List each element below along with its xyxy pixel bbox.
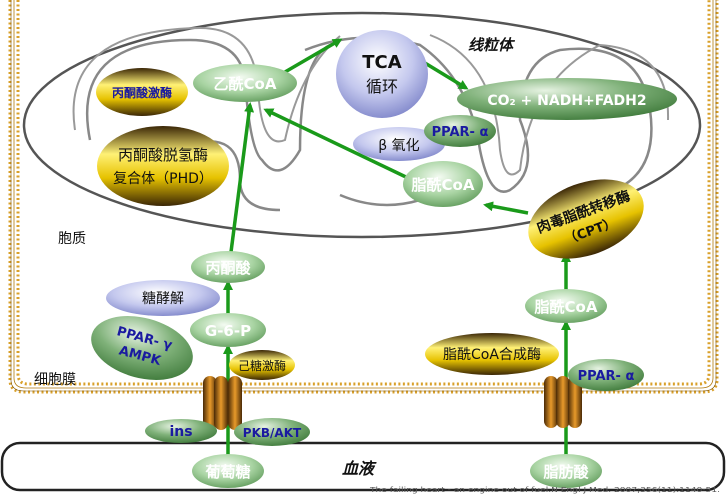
glucose-node xyxy=(192,454,264,488)
hexokinase-node xyxy=(229,350,295,380)
fatty-acid-label: 脂肪酸 xyxy=(543,463,589,481)
citation-text: The failing heart - an engine out of fue… xyxy=(369,486,720,494)
cell-membrane-label: 细胞膜 xyxy=(34,372,76,388)
tca-label-2: 循环 xyxy=(366,77,398,96)
beta-oxidation-label: β 氧化 xyxy=(378,138,419,154)
acetyl-coa-node xyxy=(193,64,297,102)
pyruvate-kinase-label: 丙酮酸激酶 xyxy=(112,85,172,100)
cell-membrane-line-a xyxy=(13,0,714,389)
arrow-pyruvate-acetyl xyxy=(229,102,255,253)
blood-label: 血液 xyxy=(342,459,377,478)
cell-membrane-line-b xyxy=(10,0,717,392)
acyl-coa-synthase-node xyxy=(425,333,559,375)
pyruvate-label: 丙酮酸 xyxy=(205,259,251,277)
beta-oxidation-node xyxy=(353,127,445,161)
ppar-gamma-node xyxy=(91,316,193,380)
fatty-acyl-coa-cyto-node xyxy=(525,289,607,323)
ppar-alpha-mito-label: PPAR- α xyxy=(432,125,489,140)
fatty-acyl-coa-cyto-label: 脂酰CoA xyxy=(535,298,598,316)
ppar-alpha-membrane-node xyxy=(568,359,644,391)
glucose-label: 葡萄糖 xyxy=(204,463,250,481)
ins-label: ins xyxy=(169,424,192,440)
cell-membrane-inner xyxy=(16,0,711,386)
arrow-acetyl-tca xyxy=(284,38,343,74)
g6p-node xyxy=(190,313,266,347)
pkb-akt-node xyxy=(234,418,310,446)
glycolysis-node xyxy=(106,280,220,316)
acyl-coa-synthase-label: 脂酰CoA合成酶 xyxy=(443,347,541,363)
ppar-alpha-membrane-label: PPAR- α xyxy=(578,369,635,384)
arrow-tca-products xyxy=(419,58,469,90)
pkb-akt-label: PKB/AKT xyxy=(243,426,302,440)
ins-node xyxy=(145,419,217,443)
glucose-transporter xyxy=(203,376,242,430)
arrow-fattyacyl-acetyl xyxy=(263,108,409,180)
fatty-acyl-coa-mito-label: 脂酰CoA xyxy=(412,176,475,194)
fatty-acyl-coa-mito-node xyxy=(403,161,483,207)
fatty-acid-transporter xyxy=(544,376,582,428)
products-node xyxy=(457,78,677,120)
cytoplasm-label: 胞质 xyxy=(58,231,86,247)
arrow-cpt-fattyacyl xyxy=(483,201,529,215)
pyruvate-node xyxy=(191,251,265,283)
products-label: CO₂ + NADH+FADH2 xyxy=(487,93,646,109)
acetyl-coa-label: 乙酰CoA xyxy=(214,75,277,93)
mitochondrion-label: 线粒体 xyxy=(468,36,516,54)
cpt-node xyxy=(528,179,644,259)
tca-node xyxy=(336,30,428,118)
hexokinase-label: 己糖激酶 xyxy=(238,358,286,373)
pdh-node xyxy=(97,126,229,206)
pdh-label-1: 丙酮酸脱氢酶 xyxy=(118,146,208,164)
tca-label-1: TCA xyxy=(362,52,401,73)
fatty-acid-node xyxy=(530,454,602,488)
pdh-label-2: 复合体（PHD） xyxy=(113,170,213,187)
g6p-label: G-6-P xyxy=(205,322,251,340)
ppar-alpha-mito-node xyxy=(424,115,496,147)
pyruvate-kinase-node xyxy=(96,68,188,116)
glycolysis-label: 糖酵解 xyxy=(142,291,184,307)
